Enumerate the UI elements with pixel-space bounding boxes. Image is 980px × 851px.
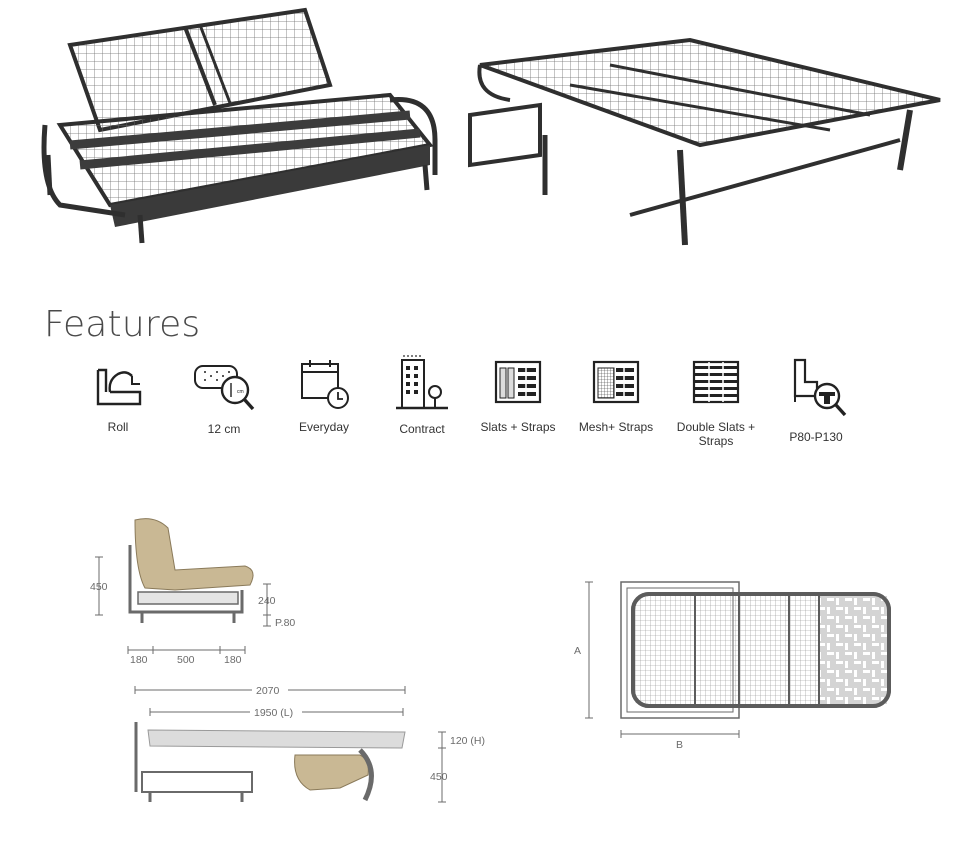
feature-label: Slats + Straps bbox=[480, 420, 556, 434]
feature-roll: Roll bbox=[68, 352, 168, 434]
feature-label: Contract bbox=[399, 422, 445, 436]
feature-double-slats: Double Slats + Straps bbox=[666, 352, 766, 448]
dim-total-length: 2070 bbox=[256, 685, 280, 697]
open-mechanism-photo bbox=[468, 37, 941, 246]
feature-contract: Contract bbox=[372, 352, 472, 436]
feature-label: 12 cm bbox=[207, 422, 241, 436]
dim-a: A bbox=[574, 645, 581, 657]
dim-arm-left: 180 bbox=[130, 654, 148, 666]
seat-depth-icon bbox=[793, 358, 847, 417]
dim-arm-right: 180 bbox=[224, 654, 242, 666]
feature-label: Mesh+ Straps bbox=[578, 420, 654, 434]
feature-label: Roll bbox=[107, 420, 129, 434]
dim-mattress-height: 120 (H) bbox=[450, 735, 485, 747]
feature-label: P80-P130 bbox=[789, 430, 843, 444]
double-slats-straps-icon bbox=[692, 360, 740, 404]
dim-bed-length: 1950 (L) bbox=[254, 707, 293, 719]
mesh-straps-icon bbox=[592, 360, 640, 404]
open-bed-drawing: 2070 1950 (L) 120 (H) 450 bbox=[134, 683, 485, 803]
features-heading: Features bbox=[44, 304, 201, 345]
feature-everyday: Everyday bbox=[274, 352, 374, 434]
dim-depth-code: P.80 bbox=[275, 617, 295, 629]
dim-seat-width: 500 bbox=[177, 654, 195, 666]
slats-straps-icon bbox=[494, 360, 542, 404]
dim-height: 450 bbox=[90, 581, 108, 593]
closed-mechanism-photo bbox=[41, 7, 438, 244]
dim-seat-height: 240 bbox=[258, 595, 276, 607]
feature-label: Everyday bbox=[298, 420, 350, 434]
roll-mechanism-icon bbox=[96, 368, 142, 406]
everyday-calendar-icon bbox=[301, 360, 349, 409]
feature-label: Double Slats + Straps bbox=[676, 420, 756, 448]
dim-b: B bbox=[676, 739, 683, 751]
feature-seat-depth: P80-P130 bbox=[766, 352, 866, 444]
mattress-thickness-icon: cm bbox=[194, 365, 255, 411]
side-view-drawing: 450 240 P.80 180 500 180 bbox=[90, 518, 295, 666]
feature-slats-straps: Slats + Straps bbox=[468, 352, 568, 434]
svg-text:cm: cm bbox=[237, 389, 244, 395]
feature-mattress: cm 12 cm bbox=[174, 352, 274, 436]
top-view-drawing: A B bbox=[574, 581, 891, 751]
dim-frame-height: 450 bbox=[430, 771, 448, 783]
feature-mesh-straps: Mesh+ Straps bbox=[566, 352, 666, 434]
contract-building-icon bbox=[396, 355, 448, 410]
